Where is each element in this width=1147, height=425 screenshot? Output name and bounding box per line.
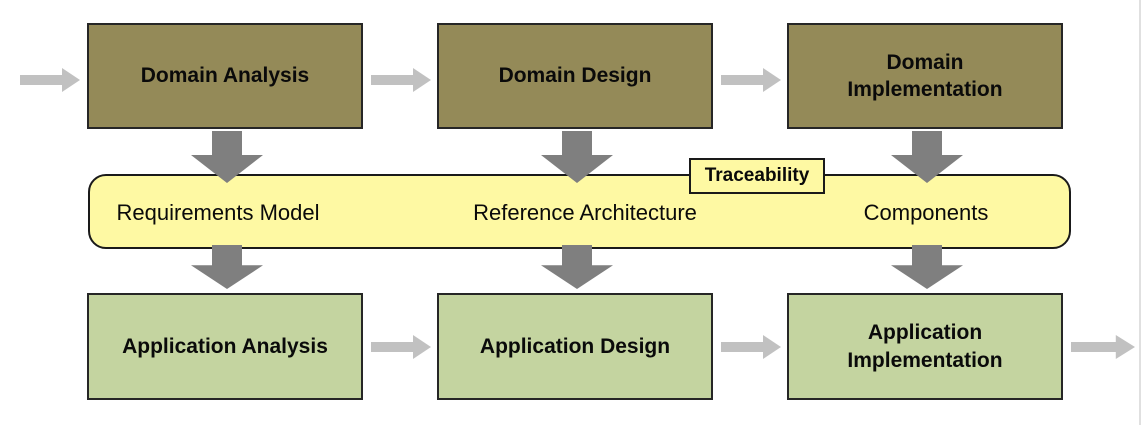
box-label: Application Implementation: [847, 321, 1003, 372]
arrow-application-design-to-implementation-icon: [721, 335, 781, 359]
arrow-down-domain-design-icon: [541, 131, 613, 183]
box-domain-implementation: Domain Implementation: [787, 23, 1063, 129]
box-domain-design: Domain Design: [437, 23, 713, 129]
band-item-requirements-model: Requirements Model: [116, 200, 320, 225]
box-label: Application Design: [479, 334, 671, 358]
arrow-down-domain-implementation-icon: [891, 131, 963, 183]
arrow-down-to-application-analysis-icon: [191, 245, 263, 289]
box-label: Domain Analysis: [140, 64, 310, 88]
box-application-design: Application Design: [437, 293, 713, 400]
box-application-analysis: Application Analysis: [87, 293, 363, 400]
arrow-down-to-application-implementation-icon: [891, 245, 963, 289]
box-label: Application Analysis: [122, 334, 328, 358]
flow-out-arrow-icon: [1071, 335, 1135, 359]
arrow-down-domain-analysis-icon: [191, 131, 263, 183]
band-item-reference-architecture: Reference Architecture: [473, 200, 697, 225]
box-label: Domain Design: [498, 64, 652, 88]
arrow-domain-analysis-to-design-icon: [371, 68, 431, 92]
arrow-application-analysis-to-design-icon: [371, 335, 431, 359]
box-domain-analysis: Domain Analysis: [87, 23, 363, 129]
flow-in-arrow-icon: [20, 68, 80, 92]
traceability-tag: Traceability: [689, 158, 825, 194]
arrow-domain-design-to-implementation-icon: [721, 68, 781, 92]
band-item-components: Components: [863, 200, 989, 225]
page-edge-line: [1139, 0, 1141, 425]
traceability-tag-label: Traceability: [704, 165, 810, 186]
arrow-down-to-application-design-icon: [541, 245, 613, 289]
box-label: Domain Implementation: [847, 50, 1003, 101]
box-application-implementation: Application Implementation: [787, 293, 1063, 400]
